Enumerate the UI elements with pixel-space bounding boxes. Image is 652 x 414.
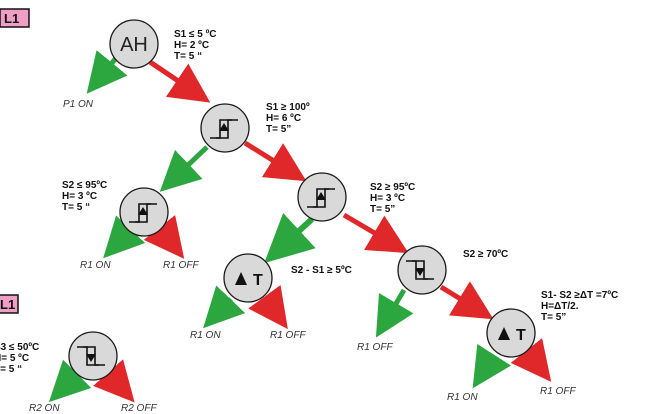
output-n5-off: R1 OFF: [270, 330, 306, 341]
output-n7-on: R1 ON: [447, 392, 478, 403]
arrow-n6-off: [375, 288, 414, 338]
node-n7-label: T: [516, 327, 526, 344]
node-ah-cond-3: T= 5 “: [174, 51, 202, 62]
node-n2: [200, 103, 250, 153]
node-n3-cond-3: T= 5 “: [62, 202, 90, 213]
triangle-up-icon: [235, 272, 247, 285]
node-n4-cond-2: H= 3 ºC: [370, 193, 405, 204]
arrow-n4-n5: [264, 212, 316, 264]
node-n6: [397, 245, 447, 295]
node-n5-cond: S2 - S1 ≥ 5ºC: [291, 265, 352, 276]
output-p1-on: P1 ON: [63, 99, 94, 110]
output-n7-off: R1 OFF: [540, 386, 576, 397]
falling-hysteresis-icon: [77, 346, 105, 366]
node-n8-cond-3: T= 5 “: [0, 364, 22, 375]
badge-l1-bottom-label: L1: [0, 297, 15, 312]
output-n5-on: R1 ON: [190, 330, 221, 341]
node-n7-cond-1: S1- S2 ≥ΔT =7ºC: [541, 290, 618, 301]
rising-hysteresis-icon: [307, 188, 335, 208]
output-n8-off: R2 OFF: [121, 403, 157, 414]
rising-hysteresis-icon: [210, 119, 238, 139]
arrow-n3-off: [143, 215, 185, 259]
node-n2-cond-3: T= 5”: [266, 124, 291, 135]
node-n5-label: T: [253, 272, 263, 289]
arrow-ah-p1on: [86, 50, 128, 94]
node-n8-cond-2: H= 5 ºC: [0, 353, 29, 364]
arrow-n6-n7: [439, 281, 494, 320]
node-n4-cond-1: S2 ≥ 95ºC: [370, 182, 415, 193]
falling-hysteresis-icon: [406, 260, 434, 280]
node-n7: T: [486, 308, 536, 358]
arrow-n7-off: [510, 338, 552, 382]
node-n6-cond: S2 ≥ 70ºC: [463, 249, 508, 260]
node-n8-cond-1: S3 ≤ 50ºC: [0, 342, 39, 353]
node-n4-cond-3: T= 5”: [370, 204, 395, 215]
node-n7-cond-3: T= 5”: [541, 312, 566, 323]
node-n3-cond: S2 ≤ 95ºC H= 3 ºC T= 5 “: [62, 180, 110, 213]
output-n8-on: R2 ON: [29, 403, 60, 414]
rising-hysteresis-icon: [129, 203, 157, 223]
triangle-up-icon: [498, 327, 510, 340]
node-n4: [297, 172, 347, 222]
node-ah-cond-2: H= 2 ºC: [174, 40, 209, 51]
arrow-ah-n2: [148, 59, 211, 103]
badge-l1-top: L1: [0, 8, 30, 28]
node-n5: T: [223, 253, 273, 303]
badge-l1-top-label: L1: [4, 11, 19, 26]
node-ah: AH: [109, 19, 159, 69]
output-n3-off: R1 OFF: [163, 260, 199, 271]
node-n2-cond-1: S1 ≥ 100º: [266, 102, 310, 113]
node-n4-cond: S2 ≥ 95ºC H= 3 ºC T= 5”: [370, 182, 418, 215]
node-n2-cond-2: H= 6 ºC: [266, 113, 301, 124]
arrow-n2-n4: [243, 140, 307, 182]
node-ah-cond: S1 ≤ 5 ºC H= 2 ºC T= 5 “: [174, 29, 219, 62]
output-labels: P1 ON R1 ON R1 OFF R1 ON R1 OFF R1 OFF R…: [29, 99, 576, 414]
arrow-n2-n3: [159, 145, 209, 192]
node-n3-cond-2: H= 3 ºC: [62, 191, 97, 202]
node-n8-cond: S3 ≤ 50ºC H= 5 ºC T= 5 “: [0, 342, 42, 375]
node-n2-cond: S1 ≥ 100º H= 6 ºC T= 5”: [266, 102, 312, 135]
arrow-n3-on: [103, 215, 146, 259]
arrow-n8-off: [93, 359, 135, 403]
arrow-n7-on: [472, 343, 512, 389]
badge-l1-bottom: L1: [0, 294, 19, 314]
node-ah-label: AH: [120, 34, 148, 56]
output-n3-on: R1 ON: [80, 260, 111, 271]
arrows: [48, 50, 552, 403]
node-n7-cond: S1- S2 ≥ΔT =7ºC H=ΔT/2. T= 5”: [541, 290, 621, 323]
node-n3-cond-1: S2 ≤ 95ºC: [62, 180, 107, 191]
node-n8: [68, 331, 118, 381]
output-n6-off: R1 OFF: [357, 342, 393, 353]
node-ah-cond-1: S1 ≤ 5 ºC: [174, 29, 217, 40]
node-n7-cond-2: H=ΔT/2.: [541, 301, 579, 312]
node-n3: [119, 187, 169, 237]
arrow-n4-n6: [342, 212, 409, 254]
arrow-n5-off: [248, 284, 288, 330]
arrow-n8-on: [48, 359, 92, 403]
arrow-n5-on: [203, 285, 246, 329]
